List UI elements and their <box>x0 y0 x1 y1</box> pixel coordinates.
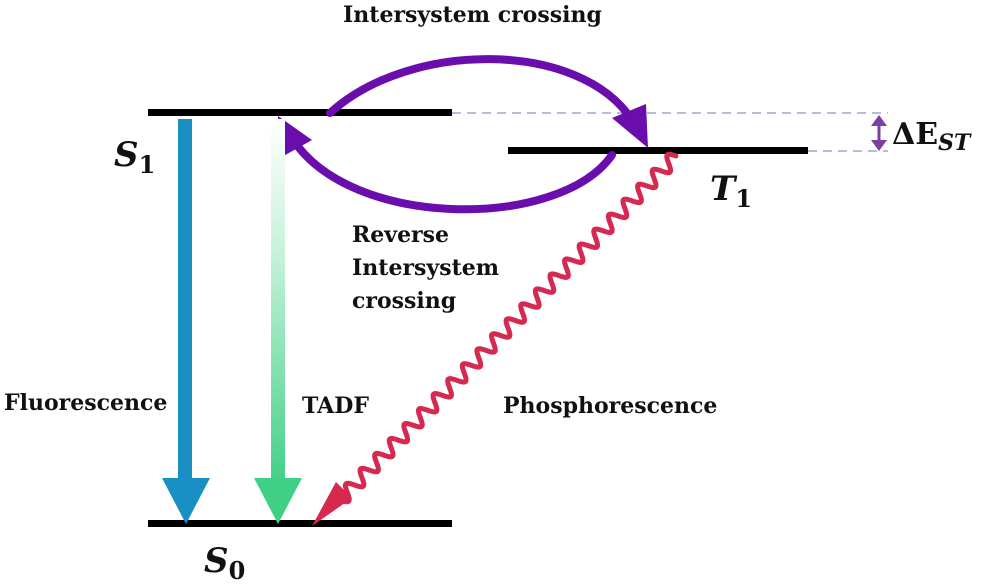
t1-level <box>508 147 808 154</box>
delta-est-label: ΔEST <box>892 117 972 156</box>
fluorescence-shaft <box>178 119 192 489</box>
t1-label: T1 <box>710 169 752 213</box>
tadf-arrowhead <box>254 478 302 524</box>
s1-label: S1 <box>114 135 155 179</box>
isc-arc <box>326 55 636 124</box>
phosphorescence-wave <box>337 151 679 505</box>
tadf-shaft <box>271 119 285 489</box>
risc-arrowhead <box>278 116 312 158</box>
isc-label: Intersystem crossing <box>343 2 602 28</box>
delta-est-arrow-up <box>871 115 887 126</box>
risc-label-line1: Reverse <box>352 222 449 248</box>
tadf-label: TADF <box>302 393 369 419</box>
isc-arrowhead <box>612 104 648 148</box>
phosphorescence-label: Phosphorescence <box>503 393 717 419</box>
phosphorescence-arrowhead <box>312 482 352 526</box>
risc-label-line2: Intersystem <box>352 255 499 281</box>
s0-label: S0 <box>204 541 245 583</box>
s0-level <box>148 520 452 527</box>
risc-label-line3: crossing <box>352 288 456 314</box>
delta-est-arrow-down <box>871 140 887 151</box>
s1-level <box>148 109 452 116</box>
fluorescence-arrowhead <box>162 478 210 524</box>
fluorescence-label: Fluorescence <box>4 390 167 416</box>
risc-arc <box>288 134 616 214</box>
